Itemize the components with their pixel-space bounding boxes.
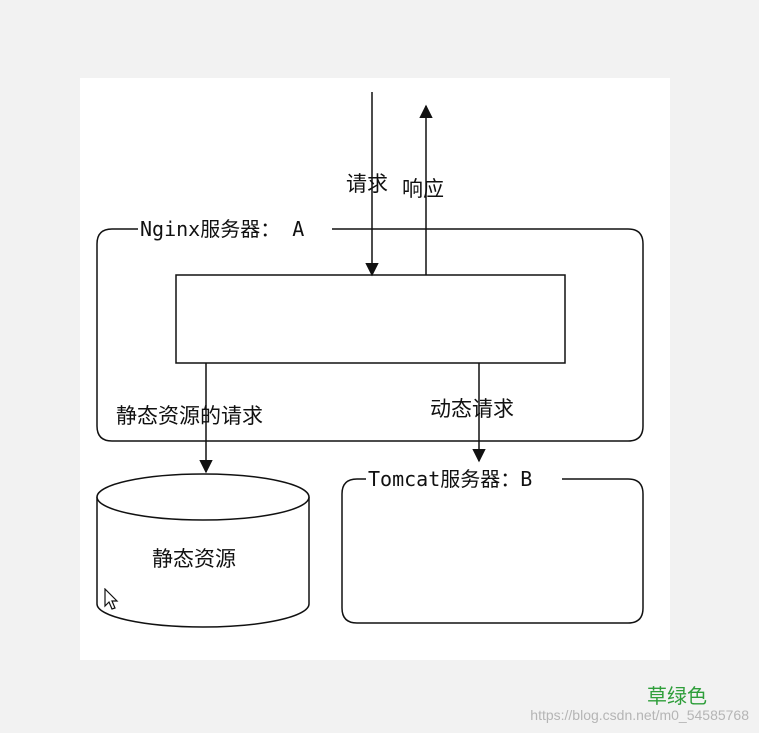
static-resource-cylinder [96,473,310,628]
mouse-cursor-icon [104,588,119,610]
tomcat-server-label: Tomcat服务器：B [368,467,532,491]
request-label: 请求 [346,172,388,196]
watermark-brand: 草绿色 [647,684,707,708]
static-resource-label: 静态资源 [152,547,236,571]
response-label: 响应 [402,177,444,201]
tomcat-server-box [341,478,644,624]
nginx-server-box [96,228,644,442]
nginx-dispatch-box [175,274,566,364]
dynamic-request-label: 动态请求 [430,397,514,421]
watermark-url: https://blog.csdn.net/m0_54585768 [530,707,749,723]
nginx-server-label: Nginx服务器： A [140,217,304,241]
static-request-label: 静态资源的请求 [116,404,263,428]
